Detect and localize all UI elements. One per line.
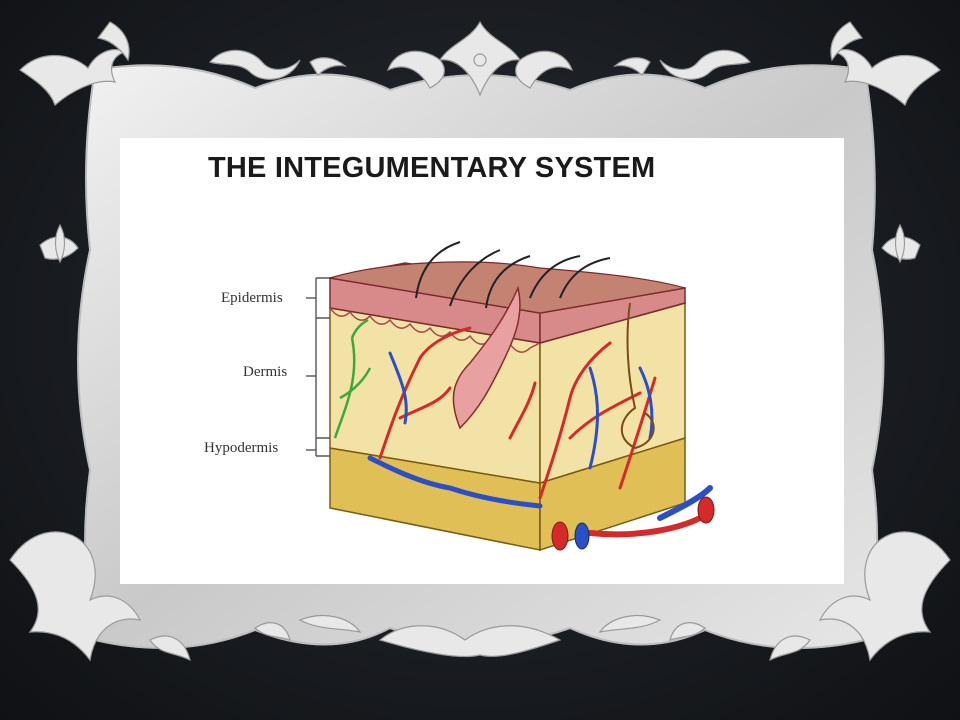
label-epidermis: Epidermis (221, 290, 283, 306)
bottom-left-corner-ornament-icon (9, 531, 191, 662)
top-left-scroll-icon (208, 49, 348, 80)
hair-shafts (415, 241, 611, 309)
skin-block-side (539, 287, 686, 552)
sweat-gland (620, 302, 655, 450)
left-mid-ornament-icon (39, 223, 79, 264)
top-right-corner-ornament-icon (830, 21, 941, 107)
vessel-cross-sections (551, 496, 715, 551)
right-mid-ornament-icon (881, 223, 921, 264)
hair-follicle (452, 285, 521, 430)
ornaments (9, 20, 951, 662)
diagram-panel: THE INTEGUMENTARY SYSTEM (120, 138, 844, 584)
top-left-corner-ornament-icon (19, 21, 130, 107)
bottom-center-scroll-icon (254, 614, 706, 658)
bottom-right-corner-ornament-icon (769, 531, 951, 662)
top-right-scroll-icon (612, 49, 752, 80)
arteries (378, 326, 703, 538)
label-dermis: Dermis (243, 364, 288, 380)
page-title: THE INTEGUMENTARY SYSTEM (208, 152, 656, 184)
label-hypodermis: Hypodermis (204, 440, 279, 456)
nerve (333, 318, 372, 439)
veins (367, 351, 713, 521)
skin-cross-section-illustration (306, 241, 715, 552)
top-center-ornament-icon (386, 20, 574, 97)
